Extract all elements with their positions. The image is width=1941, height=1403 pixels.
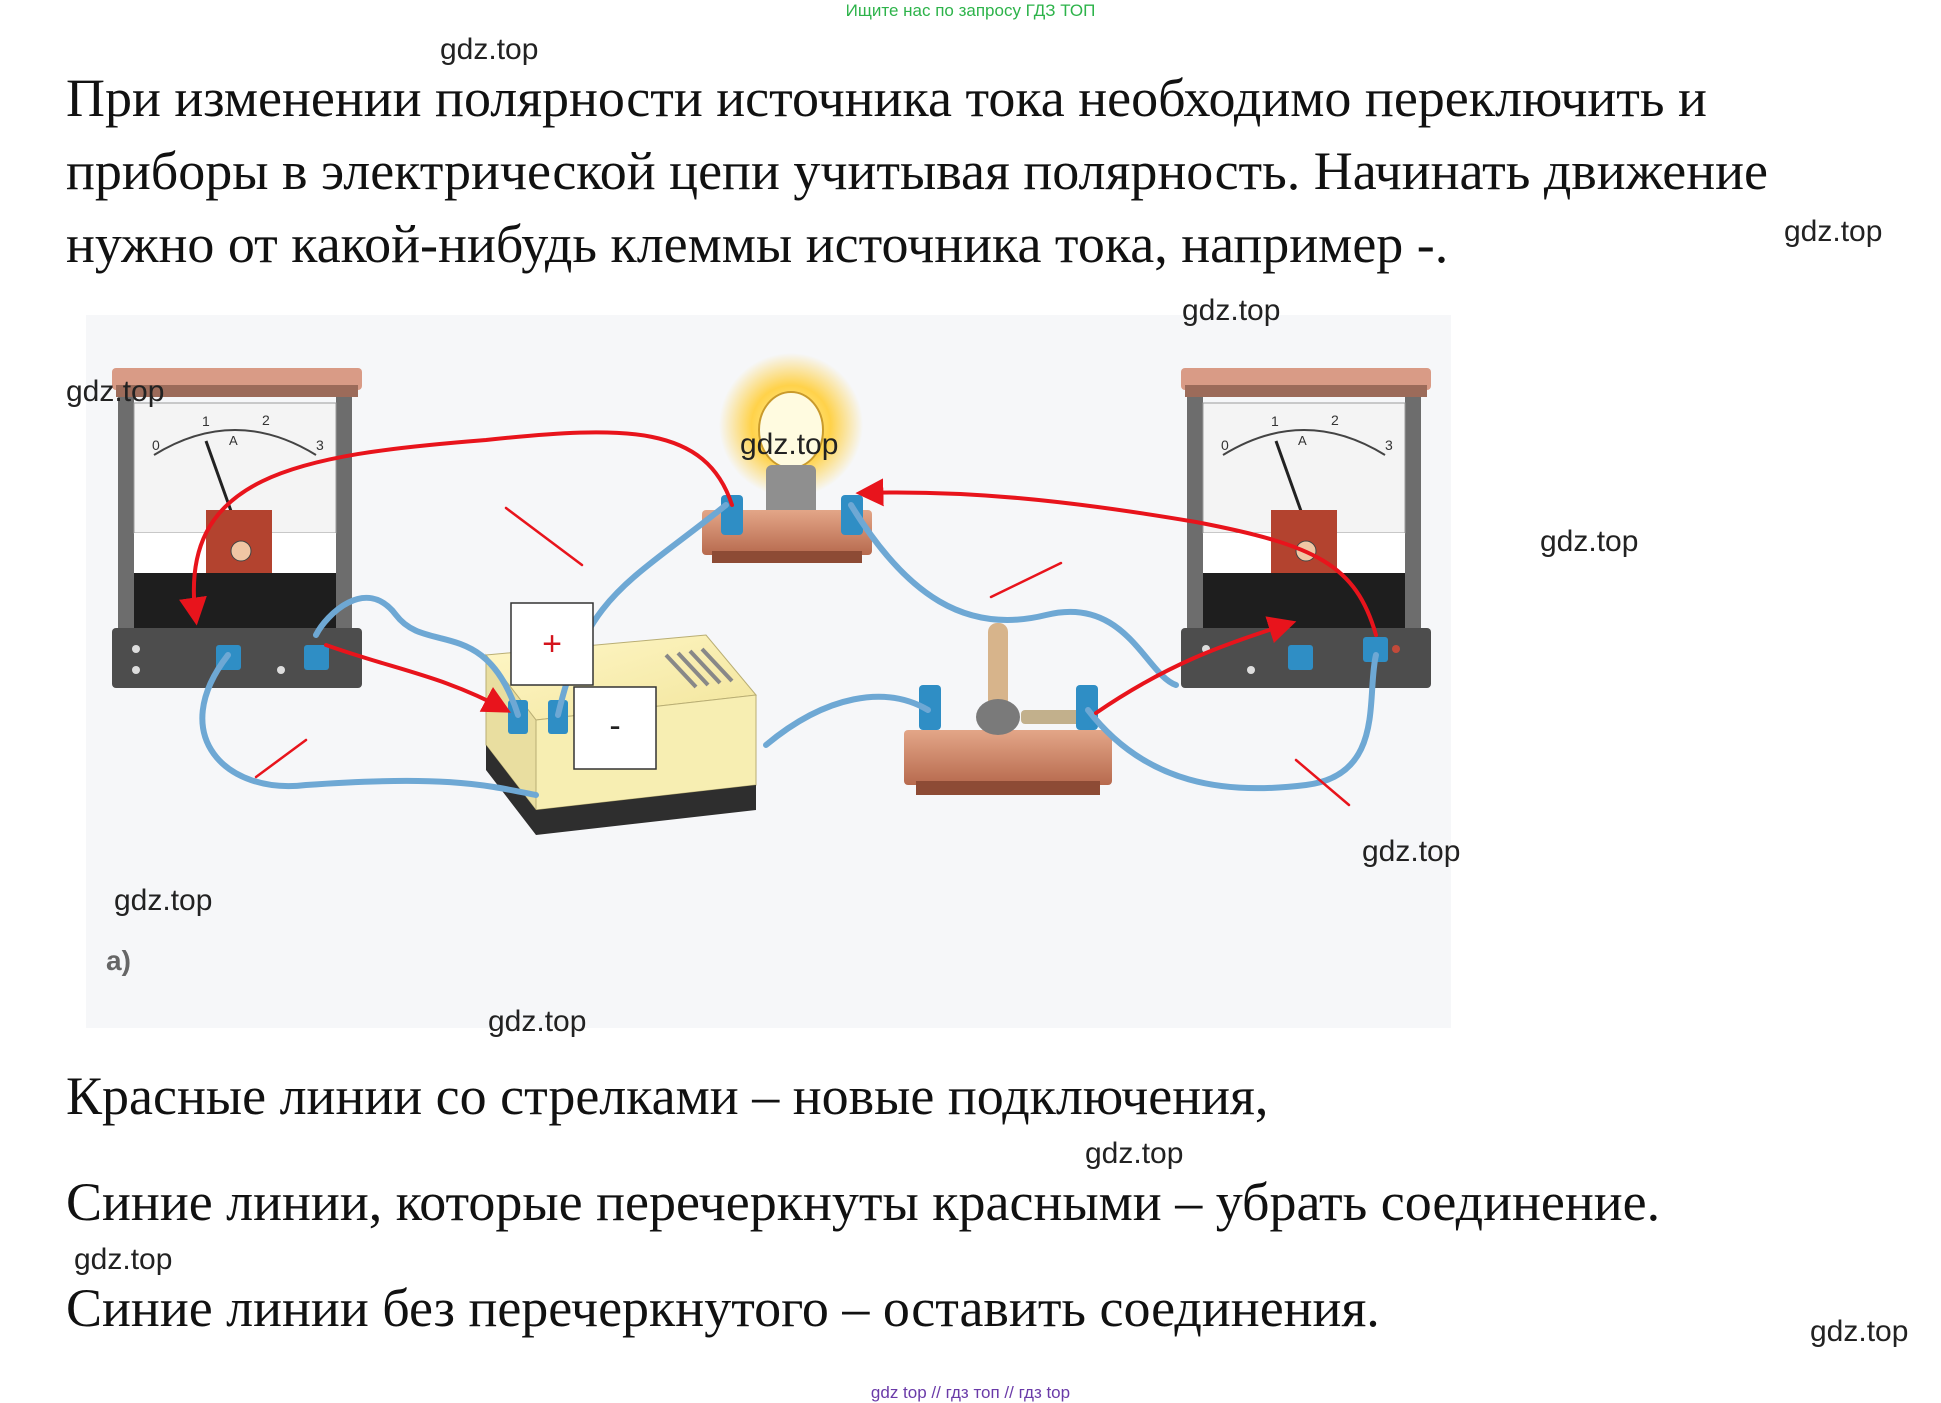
ammeter-right-scale-0: 0 — [1221, 437, 1229, 453]
caption-line-3: Синие линии без перечеркнутого – оставит… — [66, 1278, 1380, 1338]
ammeter-left-scale-3: 3 — [316, 437, 324, 453]
ammeter-left-scale-1: 1 — [202, 413, 210, 429]
figure-label: а) — [106, 945, 131, 976]
ammeter-right-unit: A — [1298, 433, 1307, 448]
instruction-paragraph: При изменении полярности источника тока … — [66, 62, 1926, 281]
minus-label: - — [609, 707, 620, 745]
removal-marks — [254, 506, 1351, 807]
caption-line-1: Красные линии со стрелками – новые подкл… — [66, 1066, 1269, 1126]
top-banner: Ищите нас по запросу ГДЗ ТОП — [845, 1, 1096, 20]
circuit-figure: 0 1 2 3 A 0 1 2 3 A — [86, 315, 1451, 1028]
ammeter-left-scale-2: 2 — [262, 412, 270, 428]
watermark: gdz.top — [740, 428, 839, 461]
plus-label-box: + — [510, 602, 594, 686]
new-connections — [179, 430, 1378, 715]
ammeter-left-scale-0: 0 — [152, 437, 160, 453]
watermark: gdz.top — [114, 884, 213, 917]
lamp — [702, 353, 872, 563]
switch — [904, 623, 1112, 795]
paragraph-line-3: нужно от какой-нибудь клеммы источника т… — [66, 214, 1449, 274]
ammeter-right: 0 1 2 3 A — [1181, 368, 1431, 688]
plus-label: + — [542, 625, 562, 663]
minus-label-box: - — [573, 686, 657, 770]
ammeter-left: 0 1 2 3 A — [112, 368, 362, 688]
watermark: gdz.top — [74, 1243, 173, 1276]
watermark: gdz.top — [488, 1005, 587, 1038]
watermark: gdz.top — [1362, 835, 1461, 868]
paragraph-line-2: приборы в электрической цепи учитывая по… — [66, 141, 1769, 201]
watermark: gdz.top — [440, 33, 539, 66]
ammeter-left-unit: A — [229, 433, 238, 448]
caption-line-2: Синие линии, которые перечеркнуты красны… — [66, 1172, 1661, 1232]
ammeter-right-scale-1: 1 — [1271, 413, 1279, 429]
watermark: gdz.top — [1540, 525, 1639, 558]
watermark: gdz.top — [1085, 1137, 1184, 1170]
watermark: gdz.top — [66, 375, 165, 408]
bottom-banner: gdz top // гдз топ // гдз top — [870, 1383, 1071, 1402]
watermark: gdz.top — [1810, 1315, 1909, 1348]
watermark: gdz.top — [1784, 215, 1883, 248]
paragraph-line-1: При изменении полярности источника тока … — [66, 68, 1707, 128]
blue-wires — [199, 502, 1379, 798]
ammeter-right-scale-2: 2 — [1331, 412, 1339, 428]
ammeter-right-scale-3: 3 — [1385, 437, 1393, 453]
watermark: gdz.top — [1182, 294, 1281, 327]
